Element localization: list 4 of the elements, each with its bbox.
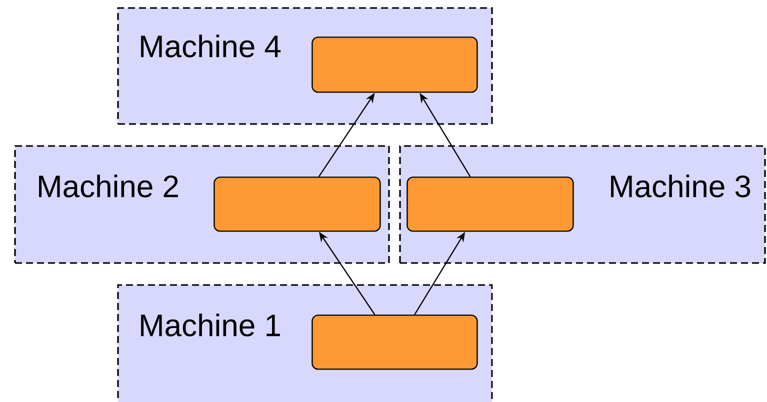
process-box [214,176,381,232]
process-box [312,314,478,370]
process-box [312,36,478,93]
process-box [406,176,574,232]
